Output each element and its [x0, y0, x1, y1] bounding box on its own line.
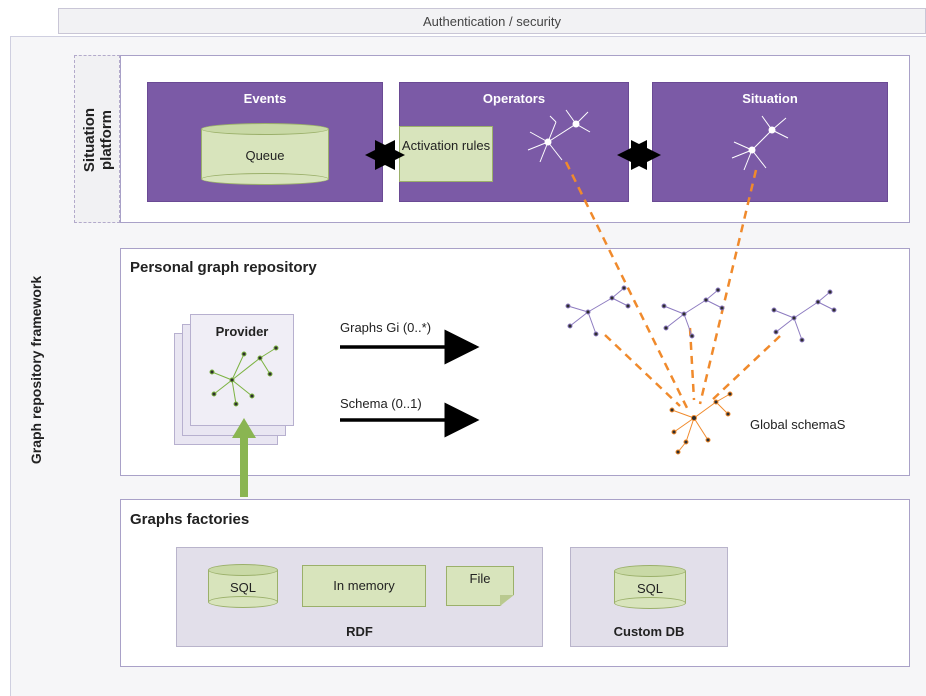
situation-box: Situation [652, 82, 888, 202]
rdf-sql-top [208, 564, 278, 576]
events-title: Events [243, 91, 287, 106]
situation-graph-icon [731, 115, 789, 171]
factory-to-provider-arrowhead [232, 418, 256, 438]
custom-sql-cylinder: SQL [614, 565, 686, 609]
situation-platform-label-box [74, 55, 120, 223]
activation-rules-box: Activation rules [399, 126, 493, 182]
provider-card: Provider [190, 314, 294, 426]
custom-sql-top [614, 565, 686, 577]
graphs-factories-title: Graphs factories [130, 511, 250, 528]
operators-title: Operators [482, 91, 546, 106]
queue-cylinder: Queue [201, 123, 329, 185]
provider-label: Provider [215, 324, 269, 339]
queue-label: Queue [245, 148, 285, 163]
operators-graph-icon [527, 109, 591, 163]
schema-arrow-label: Schema (0..1) [340, 396, 422, 411]
auth-security-label: Authentication / security [422, 14, 562, 29]
rdf-sql-label: SQL [229, 580, 256, 595]
queue-body [201, 129, 329, 179]
rdf-sql-cylinder: SQL [208, 564, 278, 608]
schema-links [564, 161, 781, 411]
custom-db-box: Custom DB [570, 547, 728, 647]
graph-gi-icon-2 [661, 287, 725, 339]
global-schema-graph-icon [669, 391, 733, 455]
in-memory-box: In memory [302, 565, 426, 607]
rdf-label: RDF [346, 624, 373, 639]
graph-gi-icon-3 [771, 289, 837, 343]
provider-graph-icon [209, 345, 279, 407]
queue-base [201, 173, 329, 185]
events-box: Events Queue [147, 82, 383, 202]
in-memory-label: In memory [333, 578, 395, 593]
activation-rules-label: Activation rules [401, 138, 491, 153]
queue-top [201, 123, 329, 135]
custom-db-label: Custom DB [613, 624, 685, 639]
rdf-sql-base [208, 596, 278, 608]
custom-sql-label: SQL [636, 581, 663, 596]
custom-sql-base [614, 597, 686, 609]
file-label: File [469, 571, 491, 586]
personal-graph-repository-title: Personal graph repository [130, 259, 317, 276]
file-doc-fold [500, 595, 514, 606]
graphs-arrow-label: Graphs Gi (0..*) [340, 320, 432, 335]
global-schema-label: Global schemaS [750, 417, 846, 432]
auth-security-bar: Authentication / security [58, 8, 926, 34]
situation-title: Situation [742, 91, 798, 106]
graph-gi-icon-1 [565, 285, 631, 337]
